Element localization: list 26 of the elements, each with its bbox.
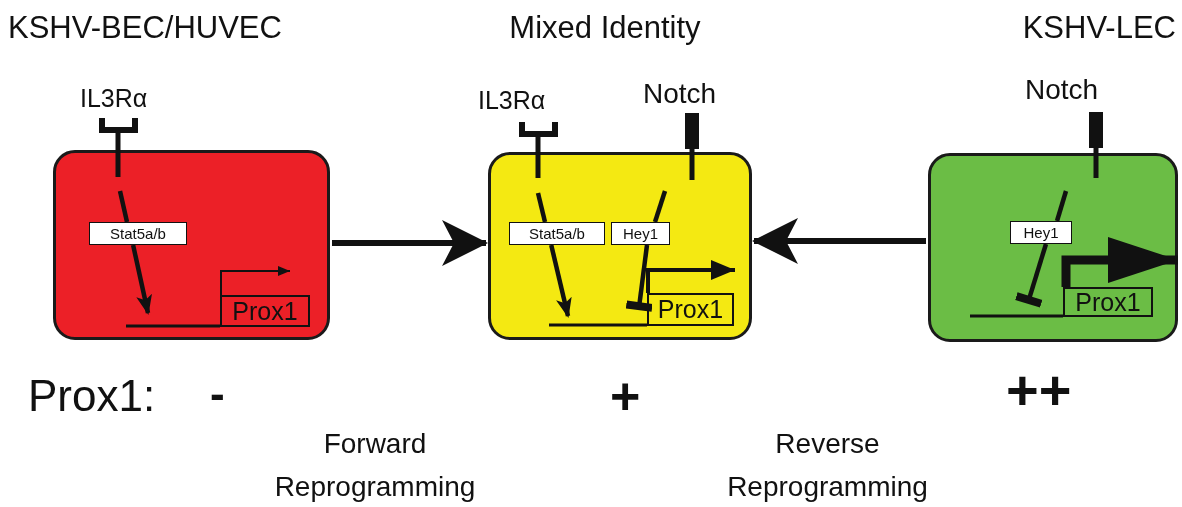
arrow bbox=[332, 220, 488, 266]
arrow bbox=[130, 244, 152, 315]
factor-label: Stat5a/b bbox=[89, 222, 187, 245]
factor-label: Hey1 bbox=[611, 222, 670, 245]
receptor-label: IL3Rα bbox=[478, 88, 546, 113]
gene-box: Prox1 bbox=[220, 295, 310, 327]
inhibition-line bbox=[625, 244, 653, 312]
inhibition-line bbox=[1015, 243, 1049, 308]
cell-type-heading: KSHV-LEC bbox=[1021, 10, 1176, 46]
cell-type-heading: KSHV-BEC/HUVEC bbox=[8, 10, 283, 46]
process-label: Forward Reprogramming bbox=[273, 427, 477, 505]
process-label: Reverse Reprogramming bbox=[726, 427, 929, 505]
arrow bbox=[752, 217, 926, 264]
receptor-label: Notch bbox=[1025, 76, 1099, 104]
factor-label: Stat5a/b bbox=[509, 222, 605, 245]
expression-label: Prox1: bbox=[28, 374, 156, 418]
expression-level: + bbox=[610, 370, 641, 422]
receptor-label: Notch bbox=[643, 80, 717, 108]
expression-level: ++ bbox=[1006, 362, 1072, 418]
gene-box: Prox1 bbox=[1063, 287, 1153, 317]
cell-type-heading: Mixed Identity bbox=[508, 10, 702, 46]
factor-label: Hey1 bbox=[1010, 221, 1072, 244]
arrow bbox=[549, 244, 572, 318]
receptor-label: IL3Rα bbox=[80, 86, 148, 111]
expression-level: - bbox=[210, 372, 225, 416]
gene-box: Prox1 bbox=[647, 293, 734, 326]
